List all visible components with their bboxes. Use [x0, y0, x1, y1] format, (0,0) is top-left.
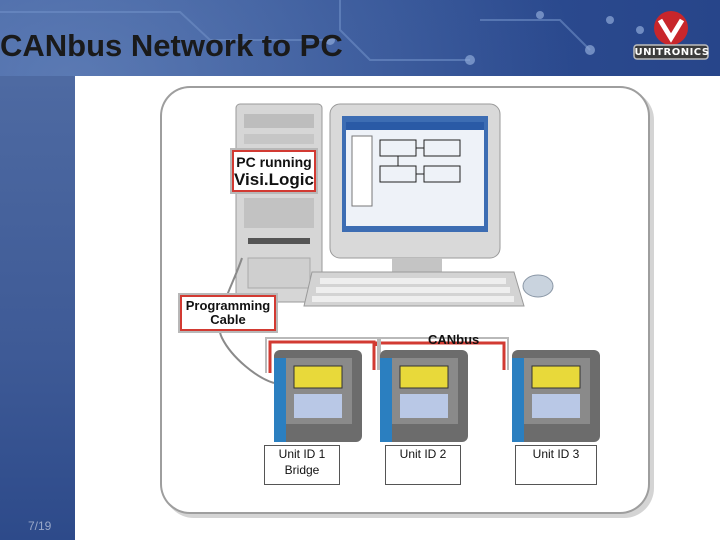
plc-controller-icon	[512, 350, 600, 442]
monitor-icon	[329, 103, 501, 272]
cable-callout-line1: Programming	[185, 298, 271, 313]
unit-2-line1: Unit ID 2	[399, 447, 447, 461]
programming-cable	[218, 257, 275, 384]
slide-title: CANbus Network to PC	[0, 28, 343, 63]
logo-text: UNITRONICS	[634, 47, 710, 58]
pc-callout-line1: PC running	[236, 154, 312, 170]
slide-number: 7/19	[28, 519, 52, 533]
plc-controller-icon	[274, 350, 362, 442]
pc-callout-line2: Visi.Logic	[234, 170, 314, 189]
plc-controller-icon	[380, 350, 468, 442]
unitronics-logo-icon	[633, 11, 709, 60]
network-diagram	[218, 103, 600, 442]
unit-1-line2: Bridge	[284, 463, 320, 477]
keyboard-icon	[303, 271, 525, 307]
left-sidebar-strip	[0, 76, 75, 540]
diagram-frame: PC running Visi.Logic Programming Cable …	[162, 88, 648, 512]
unit-label-1: Unit ID 1 Bridge	[264, 445, 340, 485]
pc-callout: PC running Visi.Logic	[232, 150, 316, 192]
mouse-icon	[522, 274, 554, 298]
unit-1-line1: Unit ID 1	[278, 447, 326, 461]
unit-label-3: Unit ID 3	[515, 445, 597, 485]
unit-label-2: Unit ID 2	[385, 445, 461, 485]
canbus-lines	[268, 340, 506, 373]
pc-tower-icon	[235, 103, 323, 303]
unit-3-line1: Unit ID 3	[532, 447, 580, 461]
cable-callout-line2: Cable	[210, 312, 246, 327]
canbus-label: CANbus	[428, 332, 480, 347]
cable-callout: Programming Cable	[180, 295, 276, 331]
